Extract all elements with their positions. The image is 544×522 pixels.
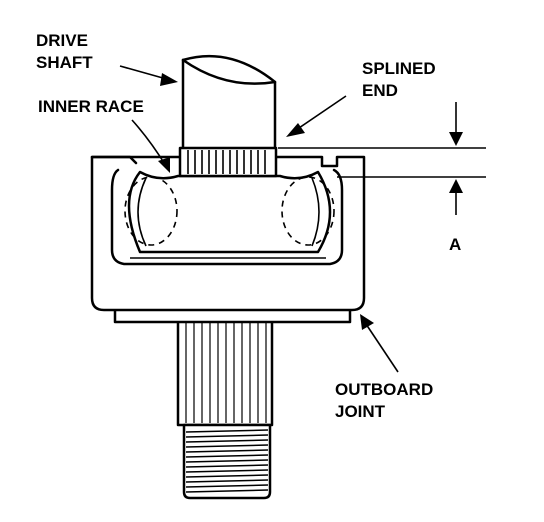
spline-stroke [185, 469, 269, 473]
spline-stroke [185, 464, 269, 468]
label-dimension-a: A [449, 235, 461, 254]
label-inner-race: INNER RACE [38, 97, 144, 116]
label-shaft: SHAFT [36, 53, 93, 72]
dimension-a-lines [278, 102, 486, 215]
drive-shaft [181, 54, 277, 152]
splined-end [178, 146, 278, 178]
inner-race [127, 170, 332, 254]
stub-axle [176, 316, 274, 500]
label-joint: JOINT [335, 402, 386, 421]
spline-stroke [185, 489, 269, 493]
spline-stroke [185, 449, 269, 453]
spline-stroke [185, 479, 269, 483]
spline-stroke [185, 459, 269, 463]
label-splined: SPLINED [362, 59, 436, 78]
spline-stroke [185, 434, 269, 438]
leader-inner-race [131, 119, 170, 173]
leader-outboard-joint [360, 314, 399, 373]
ball-bearings [124, 176, 335, 246]
leader-drive-shaft [119, 65, 178, 86]
spline-stroke [185, 474, 269, 478]
spline-stroke [185, 444, 269, 448]
label-end: END [362, 81, 398, 100]
label-drive: DRIVE [36, 31, 88, 50]
leader-splined-end [286, 95, 347, 137]
spline-stroke [185, 454, 269, 458]
spline-stroke [185, 484, 269, 488]
spline-stroke [185, 439, 269, 443]
spline-stroke [185, 429, 269, 433]
label-outboard: OUTBOARD [335, 380, 433, 399]
